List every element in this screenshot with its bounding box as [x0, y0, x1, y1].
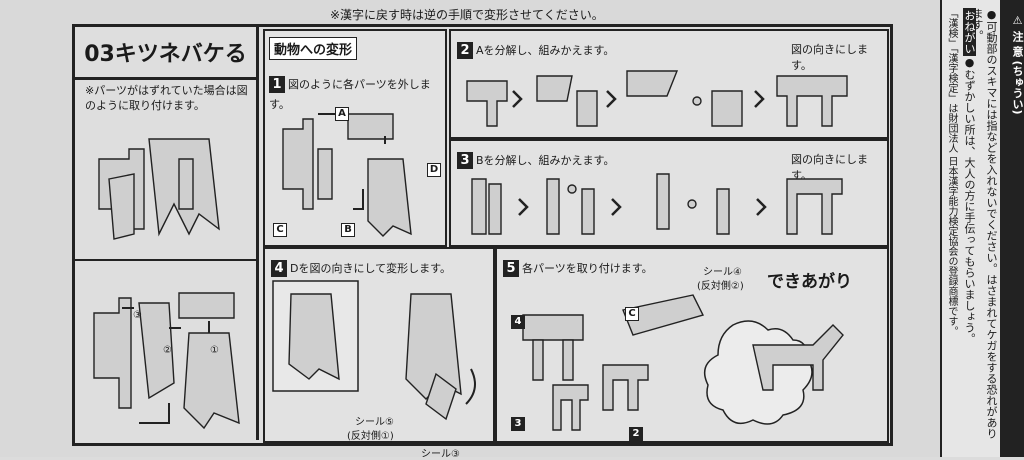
step-5-number: 5	[503, 260, 519, 277]
kanji-illustration	[79, 119, 251, 259]
step-5-diagram	[503, 285, 881, 437]
trademark-note: 「漢検」「漢字検定」は財団法人 日本漢字能力検定協会の登録商標です。	[944, 8, 958, 448]
caution-panel: ⚠ 注 意 (ちゅうい) ●可動部のスキマには指などを入れないでください。はさま…	[940, 0, 1024, 457]
part-label-b: B	[341, 223, 355, 237]
step-3-text: Bを分解し、組みかえます。	[476, 154, 614, 167]
onegai-badge: おねがい	[963, 8, 976, 56]
title-panel: 03キツネバケる ※パーツがはずれていた場合は図のように取り付けます。 ③ ② …	[75, 27, 259, 440]
step-1-diagram	[273, 99, 439, 239]
caution-header: ⚠ 注 意 (ちゅうい)	[1010, 14, 1024, 444]
step-5-label-4: 4	[511, 315, 525, 329]
step-3-diagram	[457, 169, 881, 241]
divider	[75, 259, 256, 261]
step-4-text: Dを図の向きにして変形します。	[290, 262, 451, 275]
caution-line-2-text: ●むずかしい所は、大人の方に手伝ってもらいましょう。	[963, 56, 976, 344]
part-label-d: D	[427, 163, 441, 177]
circled-2: ②	[163, 345, 172, 356]
parts-note: ※パーツがはずれていた場合は図のように取り付けます。	[85, 83, 250, 113]
reverse-note: ※漢字に戻す時は逆の手順で変形させてください。	[330, 6, 604, 23]
seal-5-sub: (反対側①)	[347, 427, 394, 442]
seal-3-label: シール③	[421, 445, 460, 460]
step-1-number: 1	[269, 76, 285, 93]
page-title: 03キツネバケる	[75, 27, 256, 80]
seal-5-label: シール⑤	[355, 413, 394, 428]
step-5-text: 各パーツを取り付けます。	[522, 262, 653, 275]
section-header: 動物への変形	[269, 37, 357, 60]
step-5-label-3: 3	[511, 417, 525, 431]
step-2-text: Aを分解し、組みかえます。	[476, 44, 614, 57]
part-label-a: A	[335, 107, 349, 121]
circled-3: ③	[133, 310, 142, 321]
step-3-number: 3	[457, 152, 473, 169]
step-2-diagram	[457, 61, 881, 133]
step-2-number: 2	[457, 42, 473, 59]
step-5-label-c: C	[625, 307, 639, 321]
step-5-label-2: 2	[629, 427, 643, 441]
step-4-number: 4	[271, 260, 287, 277]
part-label-c: C	[273, 223, 287, 237]
instructions-frame: 03キツネバケる ※パーツがはずれていた場合は図のように取り付けます。 ③ ② …	[72, 24, 893, 446]
caution-line-2: おねがい●むずかしい所は、大人の方に手伝ってもらいましょう。	[962, 8, 976, 448]
seal-4-label: シール④	[703, 263, 742, 278]
circled-1: ①	[210, 345, 219, 356]
